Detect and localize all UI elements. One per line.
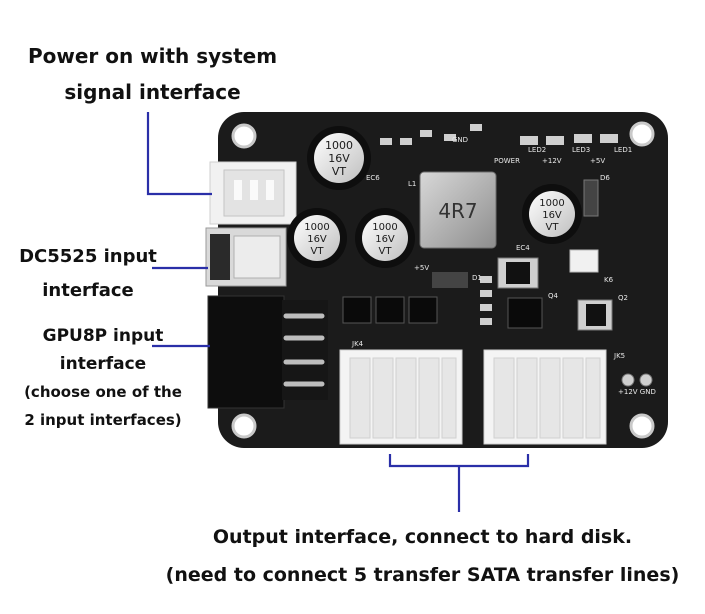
label-line: Output interface, connect to hard disk.	[212, 526, 633, 548]
label-line: interface	[42, 280, 134, 301]
capacitor-ec4: 1000 16V VT	[522, 184, 582, 244]
label-line: (choose one of the	[24, 383, 182, 401]
svg-text:16V: 16V	[375, 234, 395, 245]
svg-text:JK4: JK4	[351, 340, 364, 348]
svg-text:GND: GND	[452, 136, 468, 144]
svg-text:+12V GND: +12V GND	[618, 388, 656, 396]
svg-text:EC4: EC4	[516, 244, 530, 252]
svg-text:VT: VT	[332, 165, 347, 178]
capacitor-ec6: 1000 16V VT	[307, 126, 371, 190]
smd-components	[380, 124, 618, 325]
label-dc5525-interface: DC5525 input interface	[8, 240, 168, 308]
svg-text:4R7: 4R7	[438, 199, 477, 223]
label-line: DC5525 input	[19, 246, 157, 267]
signal-connector	[209, 161, 297, 225]
svg-text:16V: 16V	[328, 152, 350, 165]
capacitor-ec7: 1000 16V VT	[355, 208, 415, 268]
ic-chips	[342, 179, 613, 331]
capacitor-ec5: 1000 16V VT	[287, 208, 347, 268]
callout-output-bracket	[388, 454, 530, 468]
svg-text:L1: L1	[408, 180, 416, 188]
inductor-l1: 4R7	[419, 171, 497, 249]
label-output-interface: Output interface, connect to hard disk. …	[150, 518, 695, 594]
svg-text:+5V: +5V	[414, 264, 429, 272]
output-connector-jk5	[483, 349, 607, 445]
svg-text:LED3: LED3	[572, 146, 590, 154]
svg-text:VT: VT	[311, 246, 325, 257]
silkscreen: POWER +12V +5V LED1 LED2 LED3 JK4 JK5 GN…	[351, 136, 656, 396]
svg-text:POWER: POWER	[494, 157, 520, 165]
svg-text:LED2: LED2	[528, 146, 546, 154]
label-line: GPU8P input	[42, 326, 164, 346]
svg-text:VT: VT	[546, 222, 560, 233]
svg-text:1000: 1000	[325, 139, 353, 152]
svg-text:+12V: +12V	[542, 157, 562, 165]
svg-text:EC6: EC6	[366, 174, 380, 182]
svg-text:Q4: Q4	[548, 292, 559, 300]
label-line: signal interface	[64, 80, 241, 104]
svg-text:1000: 1000	[304, 222, 329, 233]
mounting-holes	[231, 121, 655, 439]
callout-power-on	[146, 112, 212, 196]
svg-text:LED1: LED1	[614, 146, 632, 154]
svg-text:16V: 16V	[542, 210, 562, 221]
label-line: Power on with system	[27, 44, 278, 68]
svg-text:+5V: +5V	[590, 157, 605, 165]
label-line: 2 input interfaces)	[24, 411, 182, 429]
output-connector-jk4	[339, 349, 463, 445]
test-pads	[621, 373, 653, 387]
svg-text:16V: 16V	[307, 234, 327, 245]
gpu8p-connector	[207, 295, 328, 409]
svg-text:K6: K6	[604, 276, 614, 284]
svg-text:VT: VT	[379, 246, 393, 257]
label-line: (need to connect 5 transfer SATA transfe…	[165, 564, 680, 586]
svg-text:1000: 1000	[539, 198, 564, 209]
label-gpu8p-interface: GPU8P input interface (choose one of the…	[8, 322, 198, 434]
svg-text:JK5: JK5	[613, 352, 625, 360]
svg-text:Q2: Q2	[618, 294, 628, 302]
svg-text:D1: D1	[472, 274, 482, 282]
dc5525-jack	[205, 227, 287, 287]
svg-text:D6: D6	[600, 174, 610, 182]
svg-text:1000: 1000	[372, 222, 397, 233]
label-power-on-interface: Power on with system signal interface	[20, 38, 285, 110]
callout-lines	[146, 112, 530, 512]
label-line: interface	[59, 354, 147, 374]
